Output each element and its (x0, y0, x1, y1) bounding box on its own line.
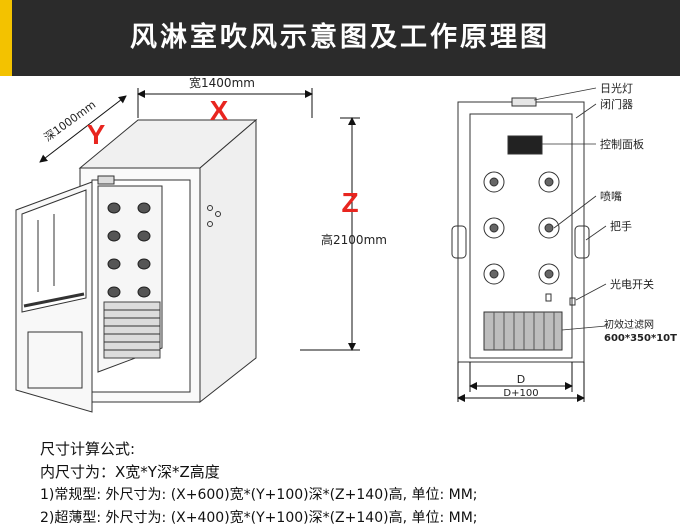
banner-accent (0, 0, 12, 76)
callout-door-closer: 闭门器 (600, 97, 633, 111)
page-title: 风淋室吹风示意图及工作原理图 (130, 22, 550, 53)
formula-heading: 尺寸计算公式: (40, 440, 136, 458)
right-handle (574, 225, 590, 259)
callout-control-panel: 控制面板 (600, 137, 644, 151)
front-elevation (451, 97, 590, 363)
callout-handle: 把手 (610, 219, 632, 233)
z-letter: Z (341, 187, 358, 218)
dimension-z: Z 高2100mm (300, 117, 387, 351)
dim-d: D (517, 373, 525, 386)
callout-filter-size: 600*350*10T (604, 333, 677, 344)
callout-photo-switch: 光电开关 (610, 277, 654, 291)
title-banner (0, 0, 680, 76)
open-door (15, 181, 93, 413)
front-nozzles (483, 171, 560, 285)
control-panel (507, 135, 543, 155)
formula-inner: 内尺寸为：X宽*Y深*Z高度 (40, 463, 220, 481)
dim-d-plus-100: D+100 (503, 388, 538, 399)
inner-filter-grille (103, 301, 161, 359)
dimension-x: 宽1400mm X (137, 75, 313, 126)
height-label: 高2100mm (321, 232, 387, 247)
formula-thin: 2)超薄型: 外尺寸为: (X+400)宽*(Y+100)深*(Z+140)高,… (40, 510, 478, 526)
y-letter: Y (87, 119, 106, 150)
inner-nozzles (107, 202, 151, 298)
callout-fluorescent-lamp: 日光灯 (600, 81, 633, 95)
front-bottom-dimensions (457, 362, 585, 402)
cabinet-right-face (199, 118, 257, 404)
front-filter (483, 311, 563, 351)
width-label: 宽1400mm (189, 75, 255, 90)
x-letter: X (210, 95, 229, 126)
formula-standard: 1)常规型: 外尺寸为: (X+600)宽*(Y+100)深*(Z+140)高,… (40, 487, 478, 503)
isometric-shower-room (15, 118, 258, 413)
callout-leaders (533, 87, 607, 331)
callout-filter: 初效过滤网 (604, 318, 654, 331)
left-handle (451, 225, 467, 259)
callout-nozzle: 喷嘴 (600, 190, 622, 203)
